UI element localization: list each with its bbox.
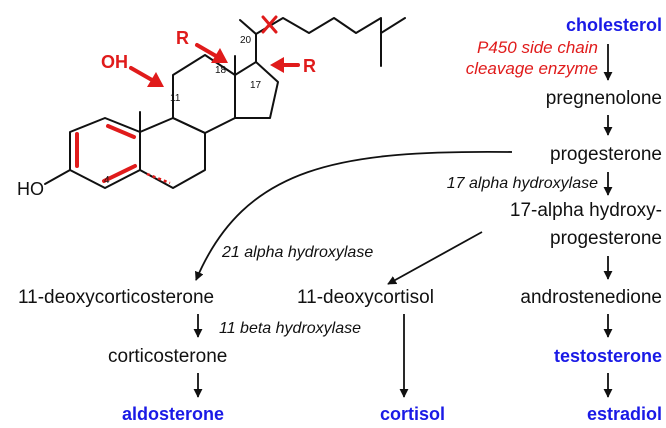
aldosterone-label: aldosterone — [122, 404, 224, 424]
carbon-11-number: 11 — [170, 93, 181, 104]
hydroxyprogesterone-line2: progesterone — [550, 228, 662, 249]
deoxycortisol-label: 11-deoxycortisol — [297, 287, 434, 308]
corticosterone-label: corticosterone — [108, 346, 227, 367]
arrow-17oh-deoxycortisol — [387, 231, 483, 285]
r-label-top: R — [176, 28, 189, 48]
androstenedione-label: androstenedione — [520, 287, 662, 308]
hydroxylase-21a-label: 21 alpha hydroxylase — [221, 244, 373, 261]
red-arrows — [129, 43, 300, 87]
r-label-right: R — [303, 56, 316, 76]
deoxycorticosterone-label: 11-deoxycorticosterone — [18, 287, 214, 308]
ho-label: HO — [17, 179, 44, 199]
cholesterol-label: cholesterol — [566, 15, 662, 35]
side-chain-branch — [380, 17, 406, 34]
estradiol-label: estradiol — [587, 404, 662, 424]
p450-label-line2: cleavage enzyme — [466, 59, 598, 78]
carbon-17-number: 17 — [250, 80, 262, 91]
testosterone-label: testosterone — [554, 346, 662, 366]
ring-d — [234, 61, 279, 119]
pregnenolone-label: pregnenolone — [546, 88, 662, 109]
carbon-4-number: 4 — [104, 175, 110, 186]
cleavage-mark — [261, 15, 278, 34]
steroid-structure — [44, 17, 406, 189]
side-chain-tail — [255, 17, 382, 67]
p450-label-line1: P450 side chain — [477, 38, 598, 57]
arrow-progesterone-deoxycorticosterone — [195, 150, 513, 281]
c3-oh-bond — [44, 169, 71, 185]
carbon-20-number: 20 — [240, 35, 252, 46]
hydroxyprogesterone-line1: 17-alpha hydroxy- — [510, 200, 662, 221]
hydroxylase-17a-label: 17 alpha hydroxylase — [447, 175, 598, 192]
cortisol-label: cortisol — [380, 404, 445, 424]
carbon-18-number: 18 — [215, 65, 227, 76]
c5-c6-dashed-bond — [146, 172, 171, 185]
oh-label: OH — [101, 52, 128, 72]
hydroxylase-11b-label: 11 beta hydroxylase — [219, 320, 361, 337]
aromatic-bonds — [75, 124, 137, 183]
progesterone-label: progesterone — [550, 144, 662, 165]
